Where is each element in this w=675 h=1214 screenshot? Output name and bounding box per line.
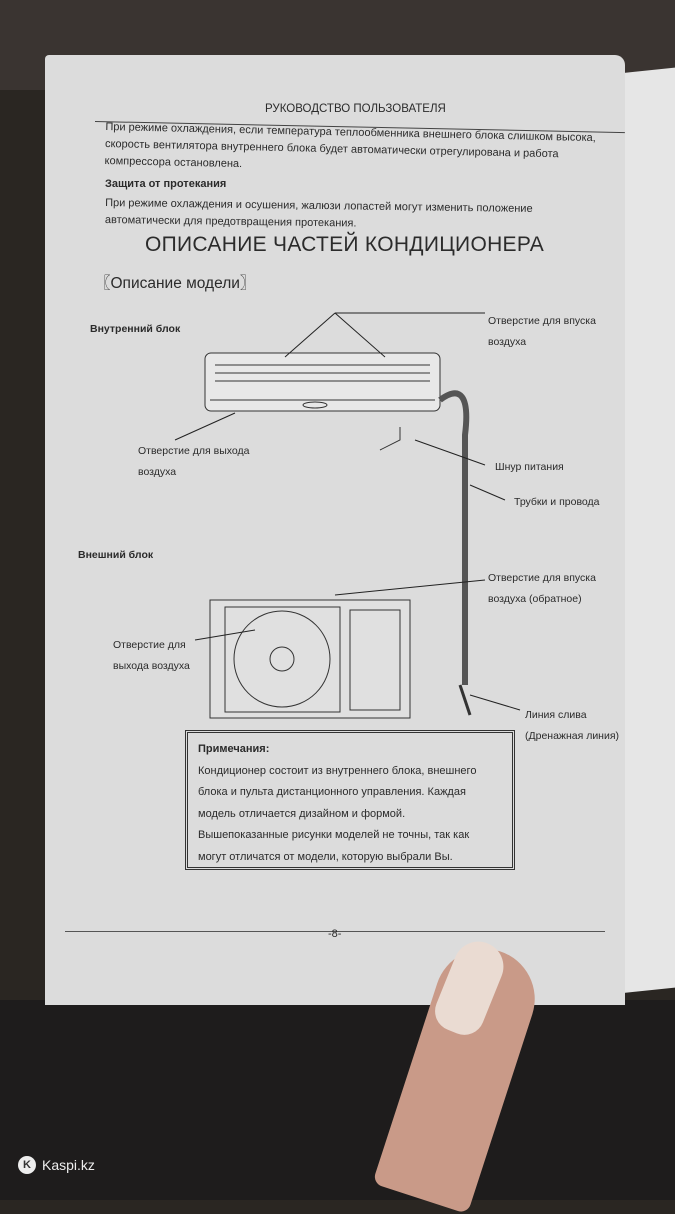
subsection-title: 〖Описание модели〗 [95,275,256,292]
notes-box: Примечания: Кондиционер состоит из внутр… [185,730,515,870]
note-line: Кондиционер состоит из внутреннего блока… [198,764,477,777]
watermark-text: Kaspi.kz [42,1157,95,1173]
indoor-unit-drawing [204,352,441,412]
drain-line-drawing [458,684,472,716]
manual-page: РУКОВОДСТВО ПОЛЬЗОВАТЕЛЯ При режиме охла… [45,55,625,1005]
note-line: могут отличатся от модели, которую выбра… [198,850,453,863]
power-cord-drawing [379,427,401,451]
adjacent-page [622,66,675,994]
page-number: -8- [328,928,342,940]
watermark: K Kaspi.kz [18,1156,95,1174]
pipes-label: Трубки и провода [514,496,600,508]
leak-protection-title: Защита от протекания [105,178,227,190]
note-line: блока и пульта дистанционного управления… [198,786,466,798]
running-header: РУКОВОДСТВО ПОЛЬЗОВАТЕЛЯ [265,103,446,115]
footer-rule [65,931,605,932]
drain-line-label: Линия слива(Дренажная линия) [525,709,620,742]
kaspi-logo-icon: K [18,1156,36,1174]
note-line: Вышепоказанные рисунки моделей не точны,… [198,829,470,841]
outdoor-unit-label: Внешний блок [78,549,154,561]
outdoor-unit-drawing [209,599,411,719]
power-cord-label: Шнур питания [495,461,564,473]
indoor-unit-label: Внутренний блок [90,323,181,335]
pipe-drawing [438,390,470,685]
photo-background-bottom [0,1000,675,1200]
air-conditioner-diagram [174,312,521,719]
notes-title: Примечания: [198,743,270,755]
section-title: ОПИСАНИЕ ЧАСТЕЙ КОНДИЦИОНЕРА [145,233,545,256]
note-line: модель отличается дизайном и формой. [198,807,406,820]
